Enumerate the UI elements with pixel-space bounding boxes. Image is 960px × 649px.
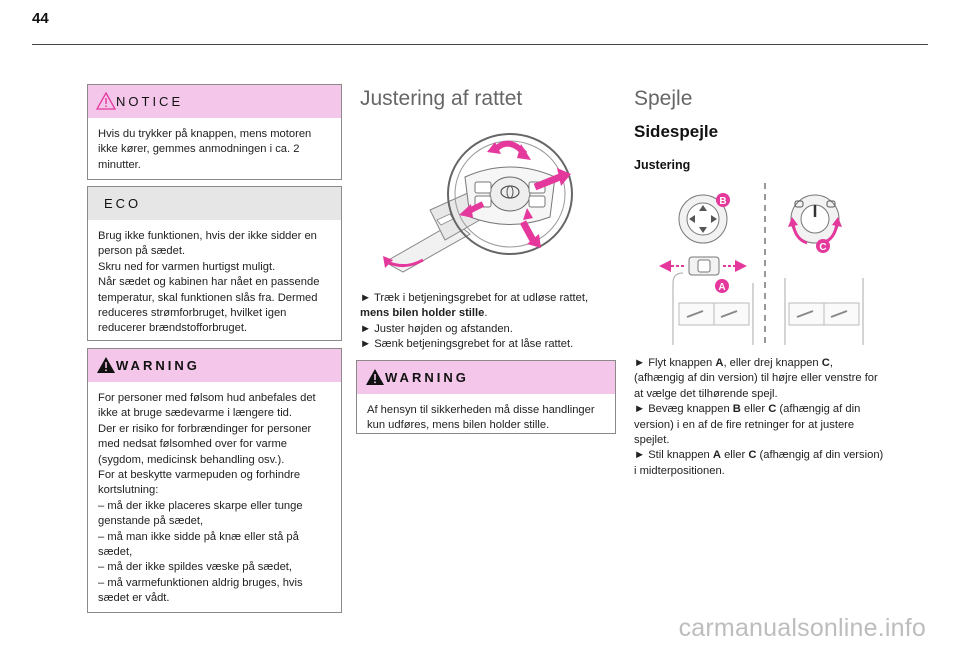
- eco-text-1: Brug ikke funktionen, hvis der ikke sidd…: [98, 230, 317, 258]
- warning-text: For personer med følsom hud anbefales de…: [98, 392, 316, 420]
- mirror-step-3: ► Stil knappen A eller C (afhængig af di…: [634, 449, 884, 477]
- eco-body: Brug ikke funktionen, hvis der ikke sidd…: [88, 220, 341, 345]
- notice-text: Hvis du trykker på knappen, mens motoren…: [98, 128, 312, 171]
- steering-wheel-illustration: [383, 133, 573, 273]
- mirror-instructions: ► Flyt knappen A, eller drej knappen C, …: [634, 356, 886, 479]
- warning-box-left: WARNING For personer med følsom hud anbe…: [87, 348, 342, 613]
- notice-header: NOTICE: [88, 85, 341, 118]
- notice-box: NOTICE Hvis du trykker på knappen, mens …: [87, 84, 342, 180]
- warning-triangle-icon: [97, 357, 115, 373]
- warning-text: For at beskytte varmepuden og forhindre …: [98, 469, 301, 497]
- warning-title-middle: WARNING: [385, 370, 469, 385]
- eco-title: ECO: [104, 196, 142, 211]
- warning-triangle-icon: [96, 92, 116, 110]
- warning-list-item: – må der ikke spildes væske på sædet,: [98, 561, 293, 574]
- steering-step-3: ► Sænk betjeningsgrebet for at låse ratt…: [360, 338, 574, 351]
- mirror-controls-illustration: B A C: [659, 183, 864, 345]
- mirror-step-2: ► Bevæg knappen B eller C (afhængig af d…: [634, 403, 861, 447]
- side-mirrors-heading: Sidespejle: [634, 122, 719, 141]
- bullet-arrow: ►: [360, 322, 372, 335]
- eco-text-3: Når sædet og kabinen har nået en passend…: [98, 276, 320, 335]
- warning-header-left: WARNING: [88, 349, 341, 382]
- mirror-step-1: ► Flyt knappen A, eller drej knappen C, …: [634, 357, 878, 400]
- bullet-arrow: ►: [634, 357, 646, 369]
- warning-list-item: – må man ikke sidde på knæ eller stå på …: [98, 530, 299, 559]
- label-c: C: [819, 242, 826, 253]
- bullet-arrow: ►: [634, 403, 646, 416]
- warning-header-middle: WARNING: [357, 361, 615, 394]
- steering-step-2: ► Juster højden og afstanden.: [360, 322, 513, 335]
- steering-instructions: ► Træk i betjeningsgrebet for at udløse …: [360, 291, 616, 353]
- warning-body-middle: Af hensyn til sikkerheden må disse handl…: [357, 394, 615, 442]
- warning-text: Af hensyn til sikkerheden må disse handl…: [367, 404, 595, 432]
- bullet-arrow: ►: [360, 338, 372, 351]
- warning-triangle-icon: [366, 369, 384, 385]
- warning-list-item: – må der ikke placeres skarpe eller tung…: [98, 499, 303, 528]
- mirrors-heading: Spejle: [634, 87, 693, 110]
- bullet-arrow: ►: [634, 449, 646, 462]
- label-a: A: [718, 282, 725, 293]
- eco-header: ECO: [88, 187, 341, 220]
- eco-box: ECO Brug ikke funktionen, hvis der ikke …: [87, 186, 342, 341]
- steering-heading: Justering af rattet: [360, 87, 523, 110]
- footer-watermark: carmanualsonline.info: [678, 614, 926, 642]
- page-number: 44: [32, 10, 49, 27]
- bullet-arrow: ►: [360, 292, 372, 304]
- warning-body-left: For personer med følsom hud anbefales de…: [88, 382, 341, 615]
- eco-text-2: Skru ned for varmen hurtigst muligt.: [98, 260, 276, 273]
- warning-list-item: – må varmefunktionen aldrig bruges, hvis…: [98, 576, 303, 605]
- header-divider: [32, 44, 928, 45]
- warning-box-middle: WARNING Af hensyn til sikkerheden må dis…: [356, 360, 616, 434]
- steering-step-1: ► Træk i betjeningsgrebet for at udløse …: [360, 292, 589, 320]
- notice-title: NOTICE: [116, 94, 184, 109]
- notice-body: Hvis du trykker på knappen, mens motoren…: [88, 118, 341, 181]
- label-b: B: [719, 196, 726, 207]
- warning-text: Der er risiko for forbrændinger for pers…: [98, 422, 312, 466]
- warning-title-left: WARNING: [116, 358, 200, 373]
- adjustment-heading: Justering: [634, 158, 691, 172]
